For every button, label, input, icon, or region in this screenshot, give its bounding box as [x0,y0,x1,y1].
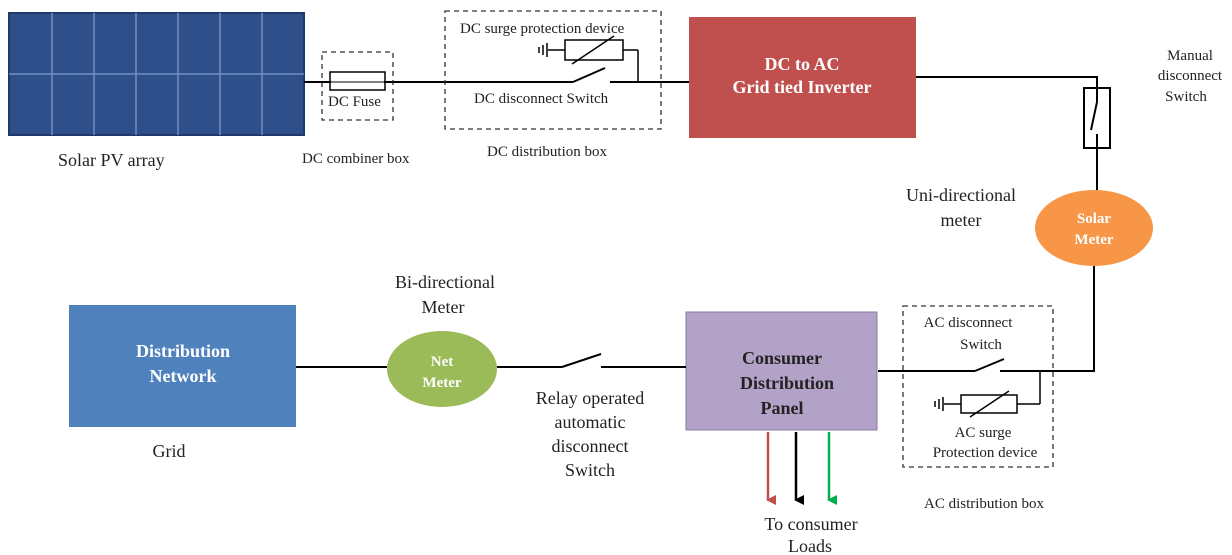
manual-disconnect-label-line3: Switch [1165,89,1207,105]
solar-meter-to-ac-wire [1040,266,1095,372]
net-meter-label-line1: Net [431,354,454,370]
relay-label-line3: disconnect [552,436,629,456]
dc-combiner-box [321,51,394,121]
dc-disconnect-switch-symbol [560,67,610,86]
net-meter-label-line2: Meter [422,375,461,391]
consumer-distribution-panel [685,311,878,431]
bi-meter-label-line2: Meter [422,297,465,317]
solar-meter-label-line1: Solar [1077,211,1112,227]
inverter-label-line2: Grid tied Inverter [733,77,872,97]
ac-surge-label-line2: Protection device [933,445,1038,461]
panel-label-line1: Consumer [742,348,822,368]
panel-label-line2: Distribution [740,373,834,393]
solar-meter [1035,190,1153,266]
ac-distribution-box [902,305,1054,468]
dc-fuse-label: DC Fuse [328,94,381,110]
inverter-label-line1: DC to AC [765,54,840,74]
ac-surge-protection-symbol [934,371,1041,418]
dc-combiner-box-label: DC combiner box [302,151,410,167]
bi-meter-label-line1: Bi-directional [395,272,495,292]
ac-surge-label-line1: AC surge [955,425,1012,441]
loads-label-line1: To consumer [764,514,857,534]
dc-distribution-box-label: DC distribution box [487,144,608,160]
relay-label-line4: Switch [565,460,615,480]
inverter-output-wire [916,76,1098,88]
ac-disconnect-switch-symbol [974,358,1040,372]
loads-label-line2: Loads [788,536,832,555]
distribution-network-box [69,305,296,427]
distribution-network-label-line1: Distribution [136,341,230,361]
panel-label-line3: Panel [761,398,804,418]
distribution-network-label-line2: Network [150,366,217,386]
grid-label: Grid [153,441,186,461]
relay-label-line1: Relay operated [536,388,644,408]
uni-meter-label-line2: meter [941,210,982,230]
solar-pv-array [8,12,305,136]
solar-pv-array-label: Solar PV array [58,150,165,170]
manual-disconnect-label-line2: disconnect [1158,68,1223,84]
solar-meter-label-line2: Meter [1074,232,1113,248]
manual-disconnect-switch-symbol [1083,87,1111,149]
manual-disconnect-label-line1: Manual [1167,48,1213,64]
ac-disconnect-label-line2: Switch [960,337,1002,353]
relay-label-line2: automatic [555,412,626,432]
net-meter [387,331,497,407]
relay-switch-symbol [561,353,602,368]
dc-surge-protection-symbol [538,35,639,82]
dc-surge-protection-label: DC surge protection device [460,21,625,37]
ac-distribution-box-label: AC distribution box [924,496,1045,512]
dc-distribution-box [444,10,662,130]
inverter-box [689,17,916,138]
dc-disconnect-switch-label: DC disconnect Switch [474,91,609,107]
uni-meter-label-line1: Uni-directional [906,185,1016,205]
ac-disconnect-label-line1: AC disconnect [924,315,1014,331]
